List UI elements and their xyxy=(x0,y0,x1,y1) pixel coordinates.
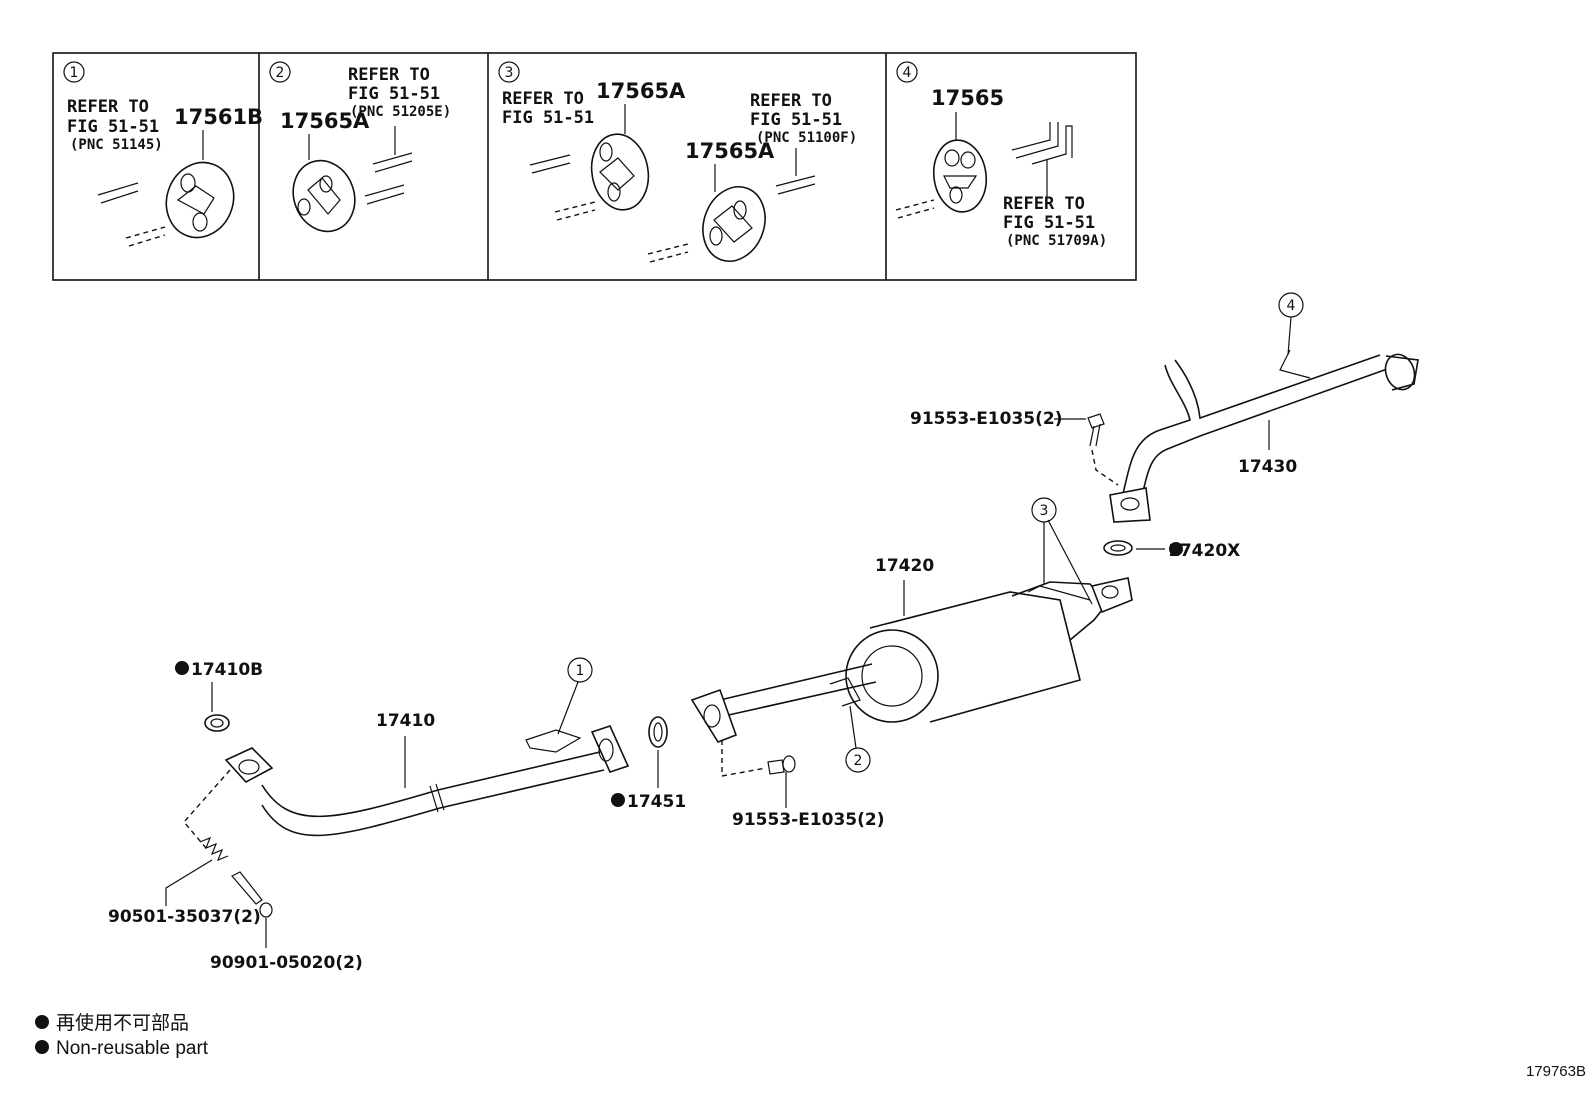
inset-1: 1 REFER TO FIG 51-51 (PNC 51145) 17561B xyxy=(63,61,263,247)
label-tail-pipe: 17430 xyxy=(1238,457,1297,477)
svg-text:1: 1 xyxy=(576,663,585,679)
inset-3-part-b: 17565A xyxy=(685,139,775,163)
rubber-hanger-icon xyxy=(292,159,356,233)
inset-3-pnc-b: (PNC 51100F) xyxy=(756,130,857,146)
inset-2-refer-line2: FIG 51-51 xyxy=(348,84,440,104)
inset-3: 3 REFER TO FIG 51-51 17565A REFER TO FIG… xyxy=(498,61,857,263)
legend-bullet xyxy=(35,1040,49,1054)
inset-1-pnc: (PNC 51145) xyxy=(70,137,163,153)
gasket-icon xyxy=(204,714,230,732)
callout-1: 1 xyxy=(557,657,593,735)
label-bolt-tail: 91553-E1035(2) xyxy=(910,409,1063,429)
legend-bullet xyxy=(35,1015,49,1029)
inset-1-refer-line1: REFER TO xyxy=(67,97,149,117)
gasket-icon xyxy=(1103,540,1133,556)
inset-4-number: 4 xyxy=(903,65,912,81)
spring-icon xyxy=(199,836,229,862)
label-front-gasket: 17410B xyxy=(191,660,263,680)
inset-1-part: 17561B xyxy=(174,105,263,129)
inset-1-refer-line2: FIG 51-51 xyxy=(67,117,159,137)
bolt-icon xyxy=(721,740,796,777)
callout-3: 3 xyxy=(1031,497,1093,605)
inset-4-refer-line2: FIG 51-51 xyxy=(1003,213,1095,233)
inset-2: 2 REFER TO FIG 51-51 (PNC 51205E) 17565A xyxy=(269,61,451,233)
label-spring: 90501-35037(2) xyxy=(108,907,261,927)
svg-text:4: 4 xyxy=(1287,298,1296,314)
inset-2-pnc: (PNC 51205E) xyxy=(350,104,451,120)
inset-3-refer-b-line1: REFER TO xyxy=(750,91,832,111)
inset-2-part: 17565A xyxy=(280,109,370,133)
inset-3-number: 3 xyxy=(505,65,514,81)
callout-2: 2 xyxy=(845,705,871,773)
inset-panels xyxy=(52,52,1137,281)
front-pipe xyxy=(224,725,630,837)
svg-text:2: 2 xyxy=(854,753,863,769)
inset-4-pnc: (PNC 51709A) xyxy=(1006,233,1107,249)
label-bolt-front: 90901-05020(2) xyxy=(210,953,363,973)
inset-4: 4 17565 REFER TO FIG 51-51 (PNC 51709A) xyxy=(895,61,1107,249)
inset-2-number: 2 xyxy=(276,65,285,81)
legend-en: Non-reusable part xyxy=(56,1038,209,1059)
label-center-gasket: 17451 xyxy=(627,792,686,812)
inset-4-refer-line1: REFER TO xyxy=(1003,194,1085,214)
non-reusable-marker xyxy=(175,661,189,675)
label-tail-gasket: 17420X xyxy=(1168,541,1240,561)
non-reusable-marker xyxy=(611,793,625,807)
inset-3-refer-a-line1: REFER TO xyxy=(502,89,584,109)
non-reusable-marker xyxy=(1169,542,1183,556)
inset-2-refer-line1: REFER TO xyxy=(348,65,430,85)
rubber-hanger-icon xyxy=(590,133,650,211)
bolt-icon xyxy=(1087,413,1119,486)
inset-4-part: 17565 xyxy=(931,86,1004,110)
gasket-icon xyxy=(648,716,668,748)
rubber-hanger-icon xyxy=(165,161,235,239)
label-muffler: 17420 xyxy=(875,556,934,576)
legend: 再使用不可部品 Non-reusable part xyxy=(35,1012,209,1059)
callout-4: 4 xyxy=(1278,292,1304,356)
label-bolt-center: 91553-E1035(2) xyxy=(732,810,885,830)
inset-3-part-a: 17565A xyxy=(596,79,686,103)
label-front-pipe: 17410 xyxy=(376,711,435,731)
figure-code: 179763B xyxy=(1526,1063,1586,1080)
inset-1-number: 1 xyxy=(70,65,79,81)
inset-3-refer-a-line2: FIG 51-51 xyxy=(502,108,594,128)
rubber-hanger-icon xyxy=(702,186,766,262)
svg-text:3: 3 xyxy=(1040,503,1049,519)
tail-pipe xyxy=(1109,349,1419,523)
inset-3-refer-b-line2: FIG 51-51 xyxy=(750,110,842,130)
muffler xyxy=(845,577,1133,723)
legend-jp: 再使用不可部品 xyxy=(56,1012,189,1034)
bolt-icon xyxy=(231,871,273,918)
rubber-hanger-icon xyxy=(932,139,988,213)
center-pipe xyxy=(690,663,877,743)
